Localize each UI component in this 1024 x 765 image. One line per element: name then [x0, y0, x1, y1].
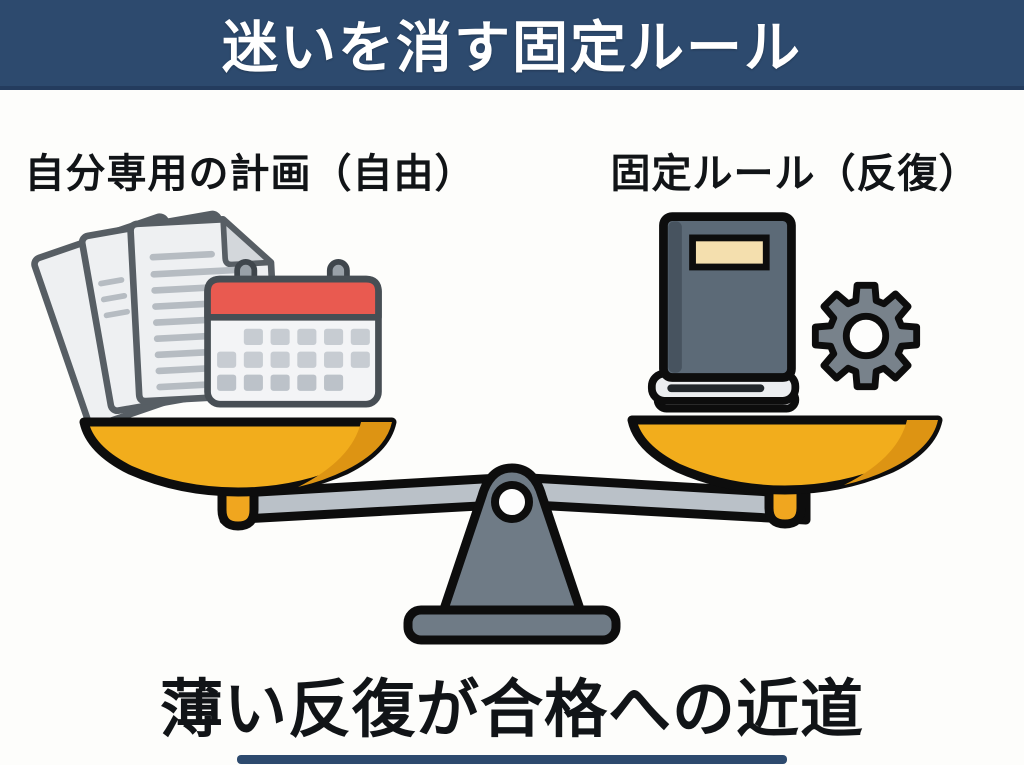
- scale-base: [403, 605, 621, 645]
- page-title: 迷いを消す固定ルール: [222, 15, 802, 79]
- calendar-header: [204, 275, 382, 321]
- title-banner: 迷いを消す固定ルール: [0, 0, 1024, 90]
- gear-icon: [811, 281, 921, 391]
- right-scale-pan: [627, 415, 943, 495]
- scale-fulcrum: [438, 463, 586, 617]
- bottom-accent-bar: [237, 755, 787, 764]
- calendar-icon: [204, 259, 382, 408]
- bottom-slogan: 薄い反復が合格への近道: [160, 674, 864, 745]
- book-title-label: [689, 234, 770, 271]
- book-icon: [647, 212, 800, 413]
- calendar-day-cells: [217, 328, 370, 368]
- gear-center-hole: [842, 312, 890, 360]
- left-column-label: 自分専用の計画（自由）: [24, 152, 476, 196]
- calendar-day-cells-row3: [217, 374, 344, 391]
- balance-scale: [79, 415, 943, 645]
- left-scale-pan: [79, 417, 397, 497]
- book-spine: [668, 221, 682, 373]
- right-column-label: 固定ルール（反復）: [610, 152, 980, 196]
- fulcrum-pivot-hole: [491, 481, 533, 523]
